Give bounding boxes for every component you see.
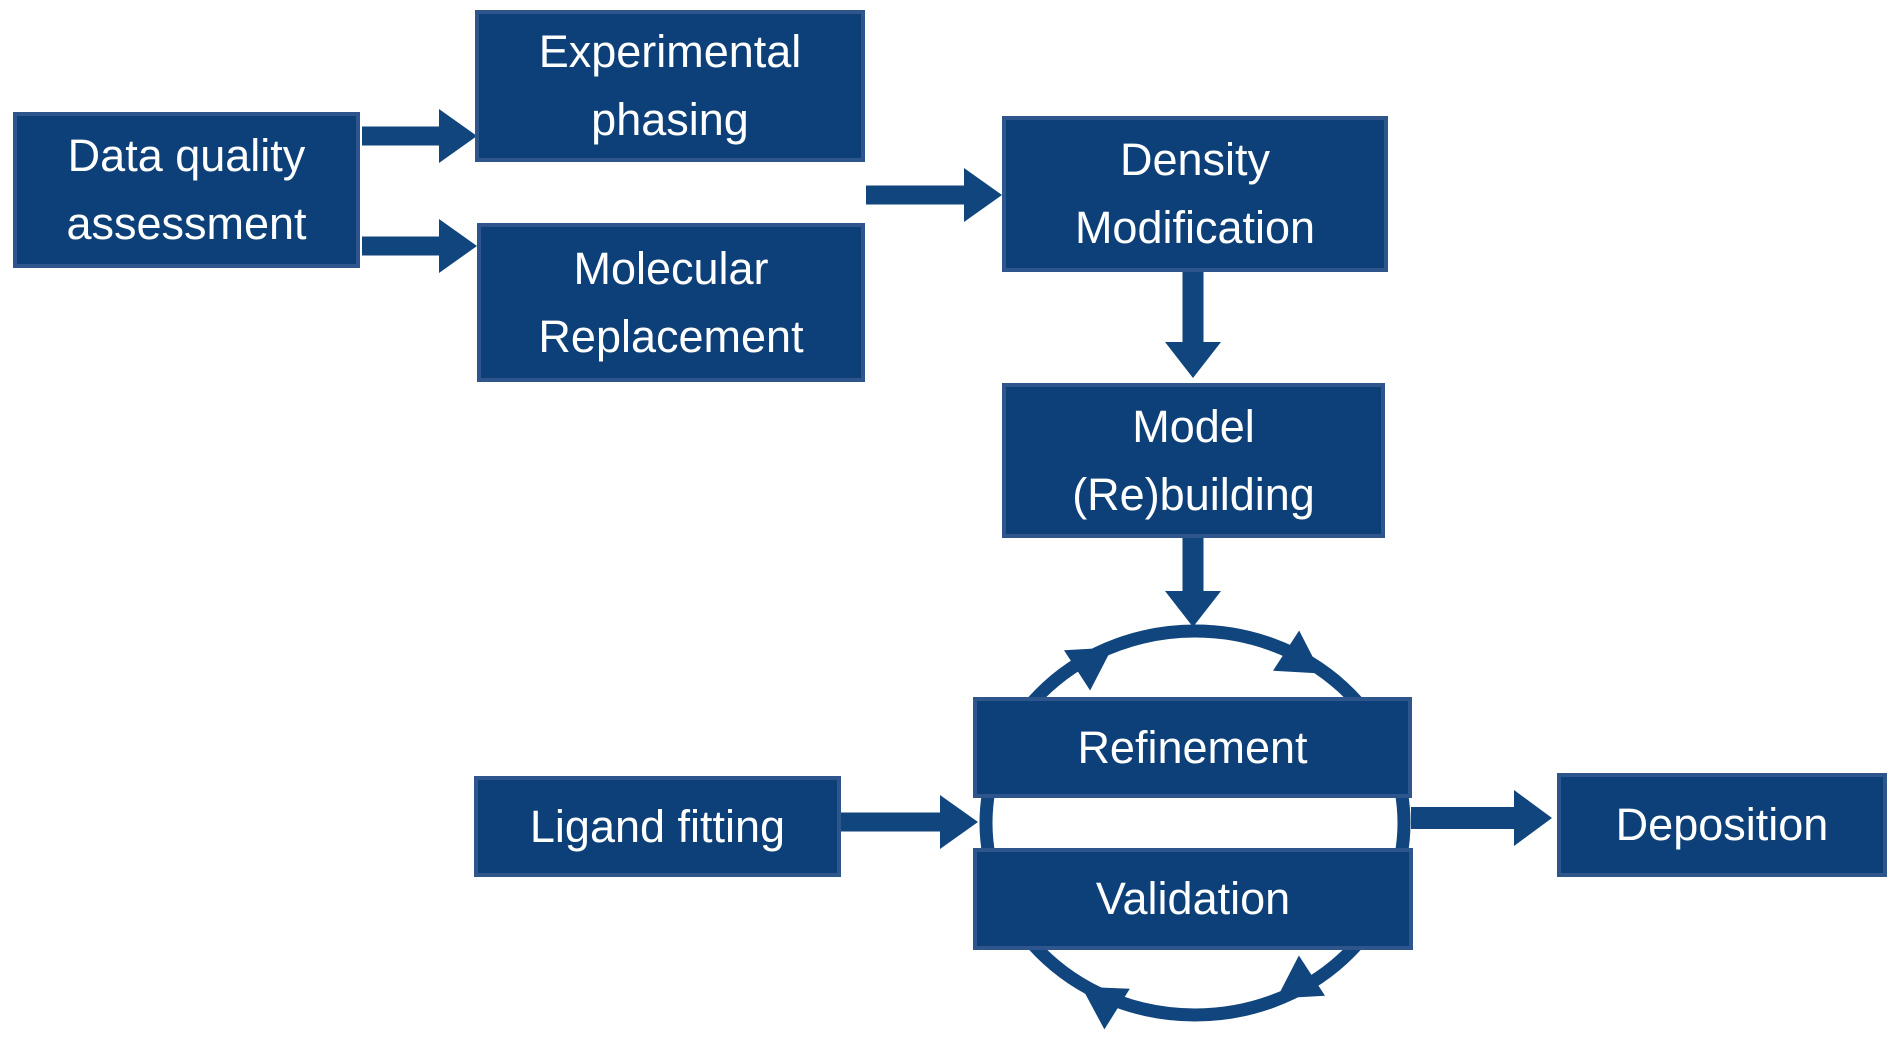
- cycle-arrowhead-top-left-icon: [1063, 647, 1113, 691]
- arrow-modelrebuilding-to-cycle-icon: [1165, 538, 1221, 627]
- node-label: Validation: [1095, 873, 1291, 924]
- arrow-cycle-to-deposition-icon: [1411, 790, 1552, 846]
- node-label: Model: [1132, 400, 1255, 452]
- node-molecular-replacement: Molecular Replacement: [477, 223, 865, 382]
- node-label: Replacement: [538, 310, 804, 362]
- node-label: Ligand fitting: [529, 800, 786, 852]
- node-density-modification: Density Modification: [1002, 116, 1388, 272]
- node-deposition: Deposition: [1557, 773, 1887, 877]
- refinement-validation-cycle-circle: [979, 624, 1411, 1022]
- cycle-arrowhead-bottom-right-icon: [1276, 955, 1326, 999]
- node-label: Modification: [1074, 202, 1316, 253]
- node-validation: Validation: [973, 848, 1413, 950]
- node-experimental-phasing: Experimental phasing: [475, 10, 865, 162]
- node-label: phasing: [591, 94, 749, 145]
- node-label: assessment: [66, 198, 307, 249]
- arrow-dataquality-to-molecularreplacement-icon: [362, 219, 477, 273]
- cycle-arrowhead-bottom-left-icon: [1081, 986, 1130, 1030]
- node-label: Density: [1119, 134, 1271, 185]
- arrow-dataquality-to-experimentalphasing-icon: [362, 109, 477, 163]
- node-label: Molecular: [573, 242, 769, 294]
- node-label: (Re)building: [1072, 468, 1315, 520]
- arrow-densitymodification-to-modelrebuilding-icon: [1165, 272, 1221, 378]
- node-label: Experimental: [538, 26, 802, 77]
- cycle-arrowhead-top-right-icon: [1272, 630, 1322, 674]
- node-label: Refinement: [1077, 721, 1308, 773]
- arrow-ligandfitting-to-cycle-icon: [841, 795, 978, 849]
- node-model-rebuilding: Model (Re)building: [1002, 383, 1385, 538]
- node-label: Deposition: [1615, 799, 1829, 850]
- node-data-quality-assessment: Data quality assessment: [13, 112, 360, 268]
- arrow-phasing-to-densitymodification-icon: [866, 168, 1002, 222]
- node-ligand-fitting: Ligand fitting: [474, 776, 841, 877]
- node-refinement: Refinement: [973, 697, 1412, 798]
- node-label: Data quality: [67, 130, 306, 181]
